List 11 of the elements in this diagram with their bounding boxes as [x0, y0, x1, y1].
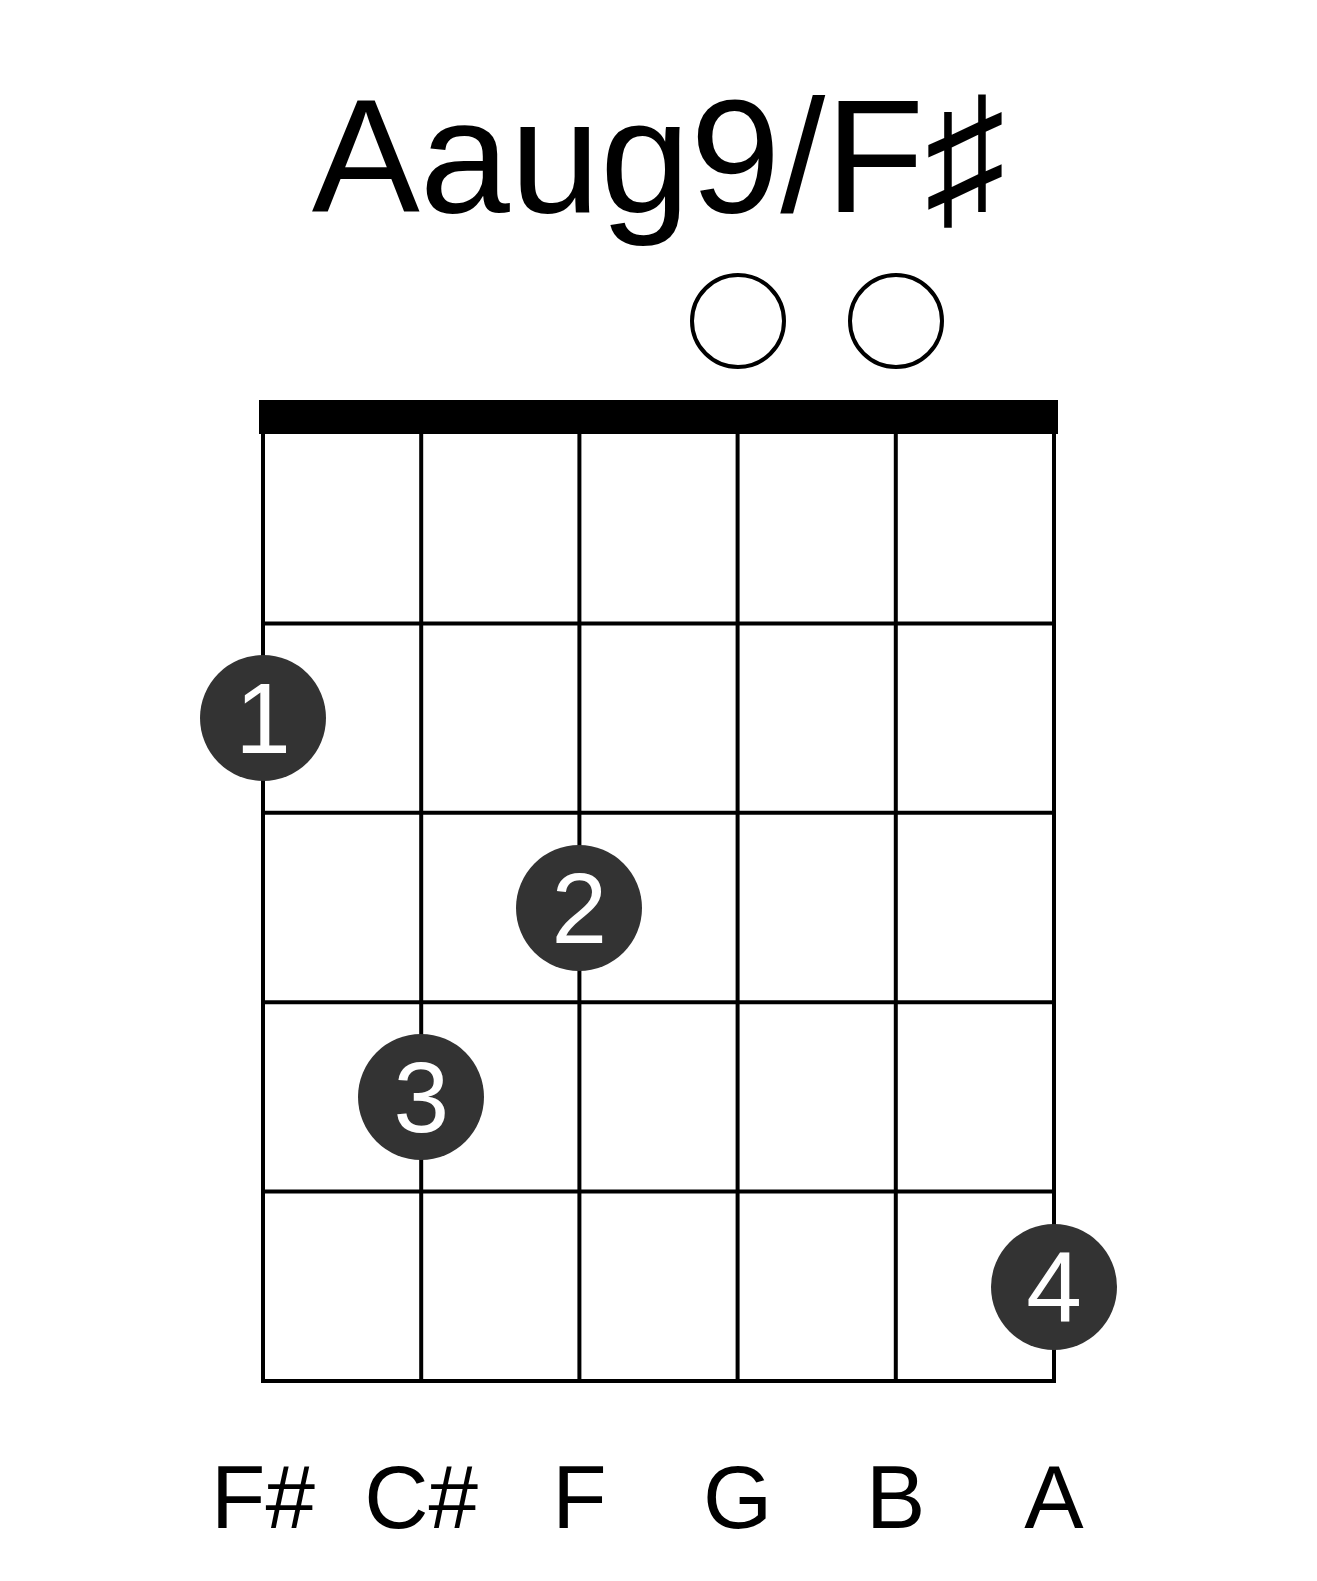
- string-note-label: C#: [364, 1453, 479, 1542]
- string-note-label: B: [866, 1453, 926, 1542]
- chord-title: Aaug9/F♯: [311, 64, 1006, 248]
- string-note-label: F#: [211, 1453, 315, 1542]
- finger-number: 4: [1026, 1237, 1082, 1337]
- string-note-label: F: [552, 1453, 607, 1542]
- string-note-label: G: [703, 1453, 773, 1542]
- finger-number: 1: [235, 668, 291, 768]
- finger-number: 3: [393, 1047, 449, 1147]
- string-note-label: A: [1024, 1453, 1084, 1542]
- finger-number: 2: [551, 858, 608, 958]
